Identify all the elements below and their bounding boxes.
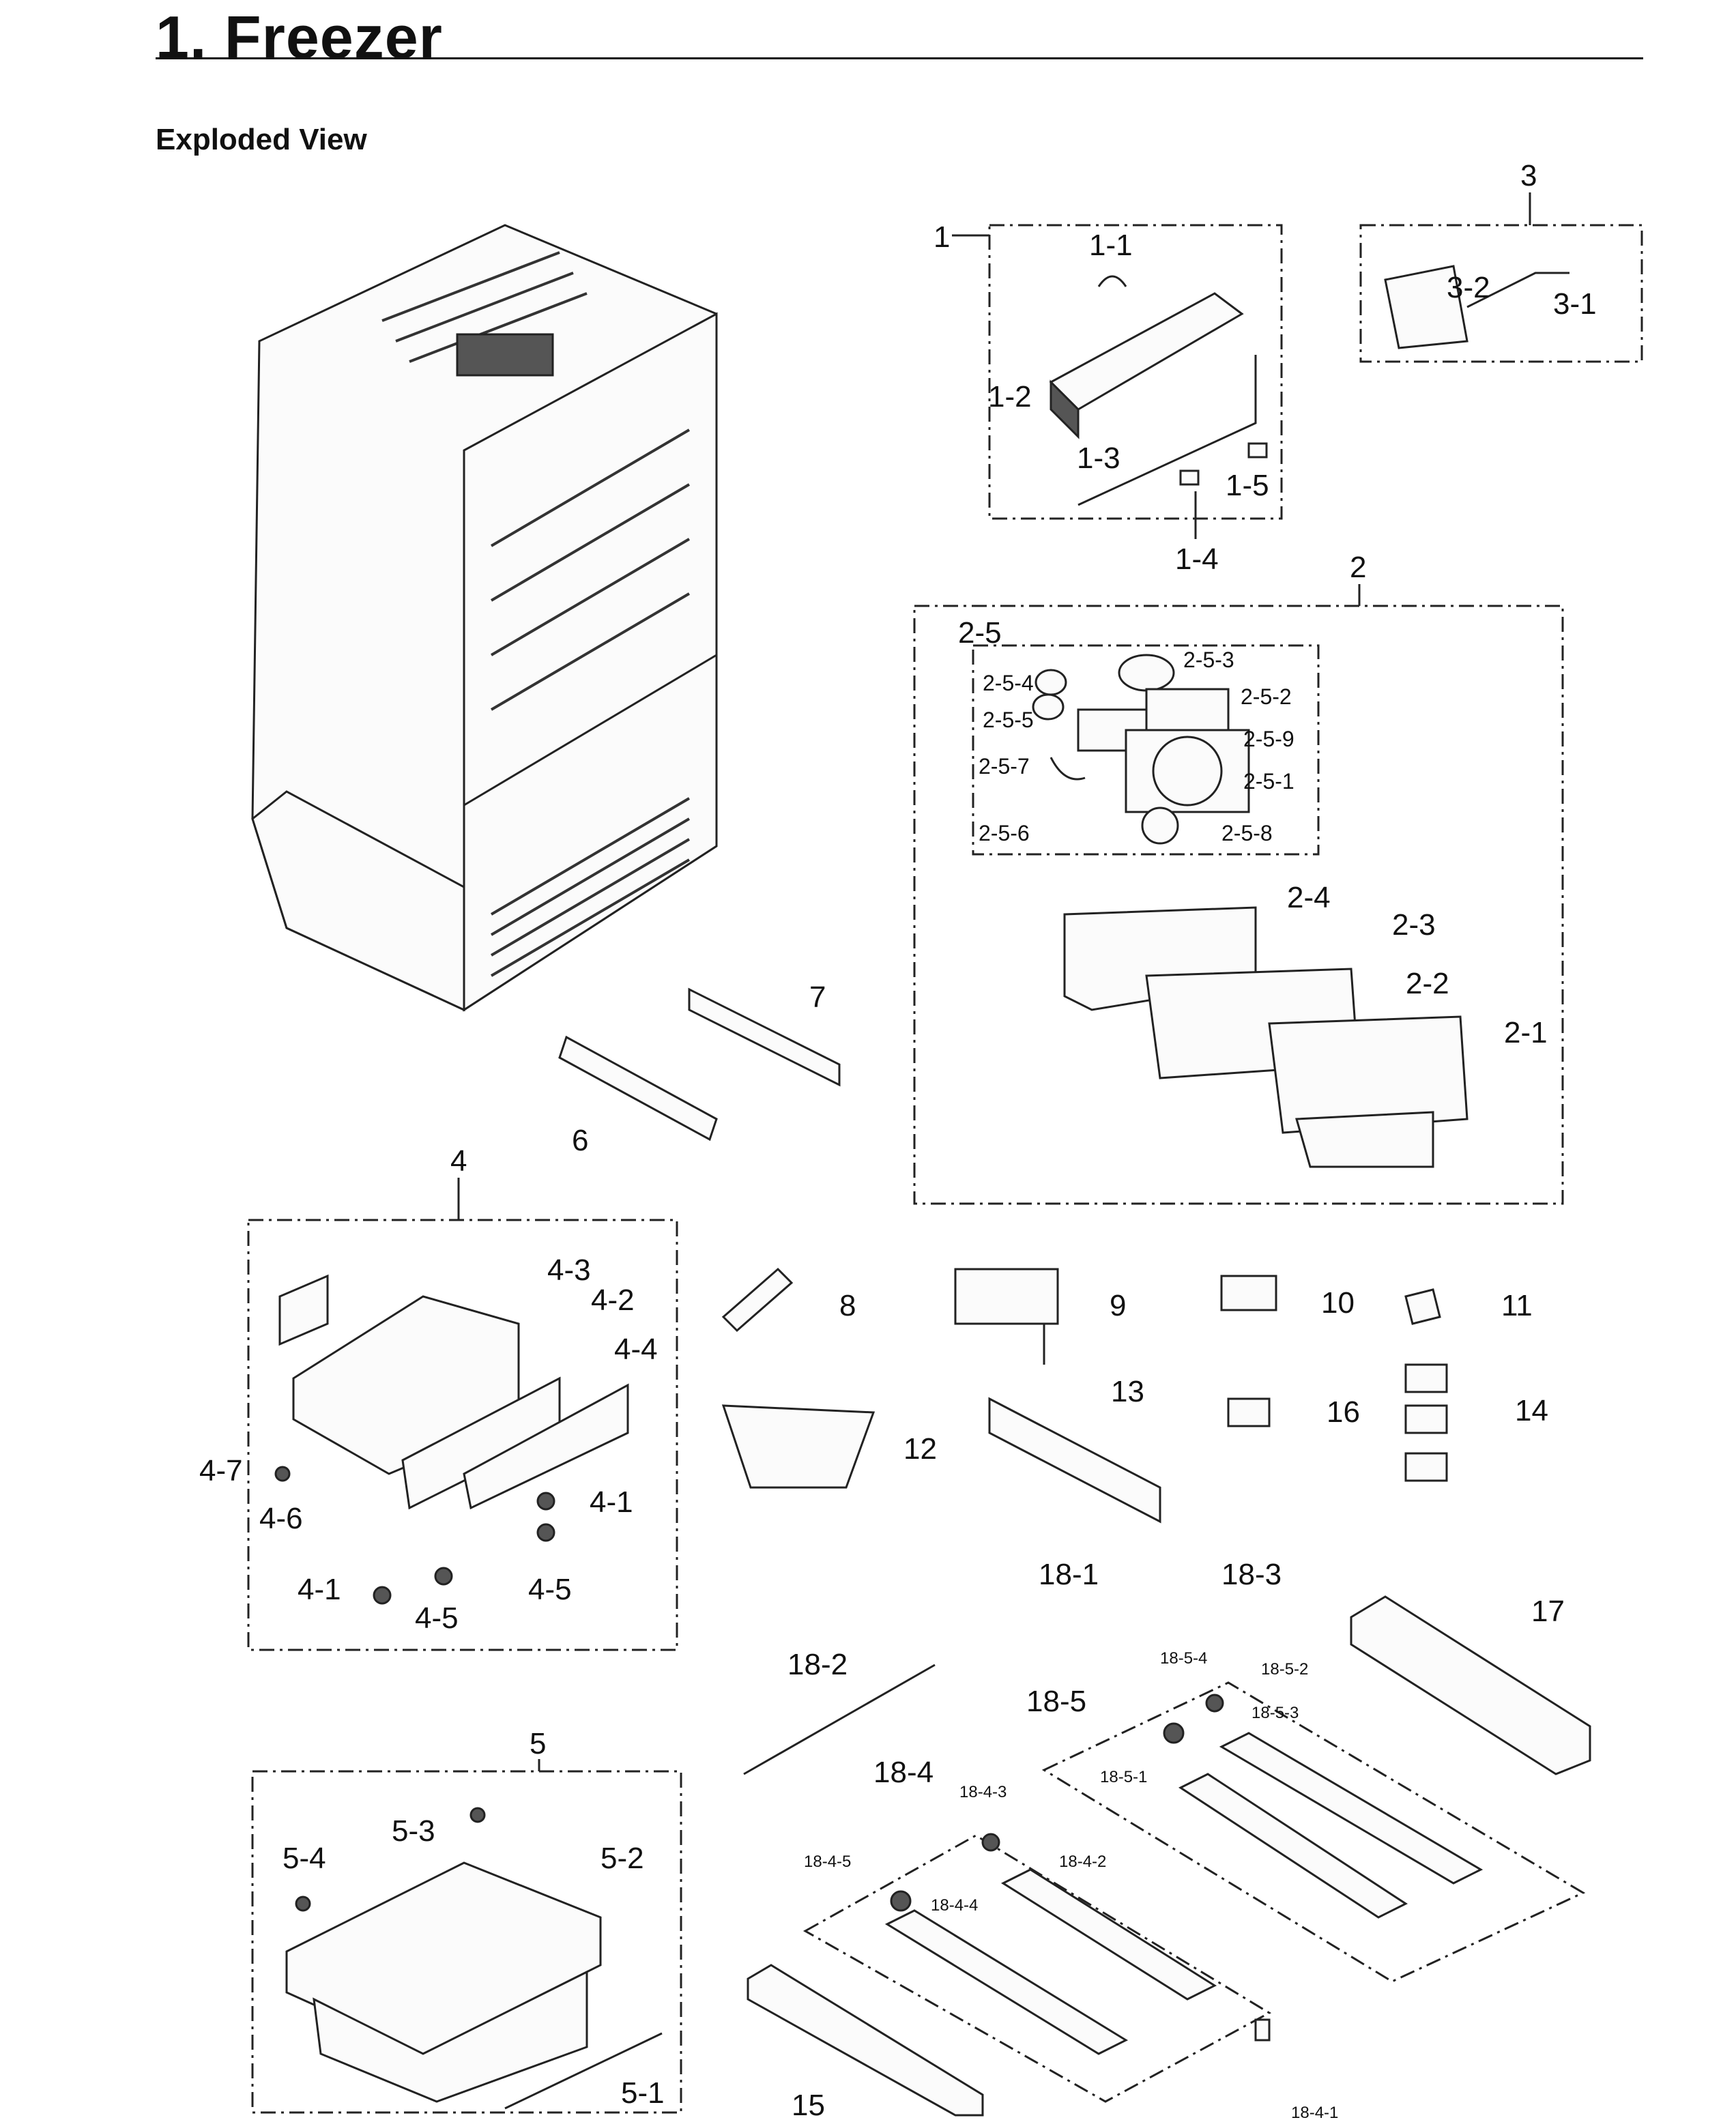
label-6: 6 (572, 1124, 588, 1157)
label-4-6: 4-6 (259, 1502, 303, 1535)
rail-6 (558, 1035, 718, 1142)
label-18-5-4: 18-5-4 (1160, 1649, 1207, 1668)
drawer-4 (274, 1274, 629, 1605)
label-2-5-8: 2-5-8 (1221, 821, 1273, 845)
label-18-4-2: 18-4-2 (1059, 1853, 1106, 1871)
label-2-5-7: 2-5-7 (979, 754, 1030, 779)
label-5-3: 5-3 (392, 1814, 435, 1848)
group-1-box (988, 224, 1283, 520)
label-5-1: 5-1 (621, 2076, 665, 2110)
label-3-1: 3-1 (1553, 287, 1597, 321)
label-15: 15 (792, 2089, 825, 2120)
label-18-5-3: 18-5-3 (1252, 1704, 1299, 1722)
label-2-5-1: 2-5-1 (1243, 769, 1294, 794)
label-11: 11 (1501, 1289, 1533, 1322)
label-2-2: 2-2 (1406, 967, 1449, 1000)
label-5: 5 (530, 1727, 546, 1760)
label-18-5: 18-5 (1026, 1685, 1086, 1718)
label-2-5-4: 2-5-4 (983, 671, 1034, 695)
group-2-5-box (972, 644, 1320, 856)
label-4-2: 4-2 (591, 1283, 635, 1317)
group-5-box (251, 1770, 682, 2114)
group-4-box (247, 1219, 678, 1651)
rod-18-2 (743, 1664, 936, 1775)
page-subtitle: Exploded View (156, 123, 367, 156)
misc-parts (721, 1267, 1448, 1524)
label-3-2: 3-2 (1447, 271, 1490, 304)
label-13: 13 (1111, 1375, 1144, 1408)
label-18-3: 18-3 (1221, 1558, 1282, 1591)
label-2-5-6: 2-5-6 (979, 821, 1030, 845)
label-18-2: 18-2 (787, 1648, 848, 1681)
label-2-5: 2-5 (958, 616, 1002, 650)
rail-7 (688, 987, 841, 1087)
label-2-3: 2-3 (1392, 908, 1436, 942)
label-4: 4 (450, 1144, 467, 1178)
label-7: 7 (809, 981, 826, 1014)
group-18-4-box (802, 1834, 1272, 2103)
label-2-5-3: 2-5-3 (1183, 648, 1234, 672)
label-1-4: 1-4 (1175, 542, 1219, 576)
label-1-2: 1-2 (988, 380, 1032, 413)
page-title: 1. Freezer (156, 3, 443, 71)
label-2-5-9: 2-5-9 (1243, 727, 1294, 751)
rail-assembly-18-5 (1163, 1694, 1484, 1919)
label-2-5-2: 2-5-2 (1241, 684, 1292, 709)
label-4-5-a: 4-5 (415, 1601, 459, 1635)
group-2-box (913, 605, 1564, 1205)
label-3: 3 (1520, 159, 1537, 192)
front-cover-15 (747, 1964, 984, 2117)
duct-panels (1063, 906, 1469, 1168)
label-1-1: 1-1 (1089, 229, 1133, 262)
label-9: 9 (1110, 1289, 1126, 1322)
rail-assembly-18-4 (884, 1833, 1271, 2055)
label-1: 1 (934, 220, 950, 254)
label-8: 8 (839, 1289, 856, 1322)
label-2: 2 (1350, 551, 1366, 584)
label-1-5: 1-5 (1226, 469, 1269, 502)
label-18-4: 18-4 (873, 1756, 934, 1789)
label-12: 12 (903, 1432, 937, 1466)
label-5-2: 5-2 (601, 1842, 644, 1875)
sensor-part (1384, 265, 1569, 349)
label-18-5-2: 18-5-2 (1261, 1660, 1308, 1679)
label-17: 17 (1531, 1595, 1565, 1628)
label-4-7: 4-7 (199, 1454, 243, 1487)
label-10: 10 (1321, 1286, 1355, 1320)
label-18-4-4: 18-4-4 (931, 1896, 978, 1915)
rail-17 (1350, 1595, 1591, 1775)
label-4-4: 4-4 (614, 1333, 658, 1366)
evaporator-part (1049, 275, 1268, 506)
label-4-3: 4-3 (547, 1253, 591, 1287)
label-14: 14 (1515, 1394, 1548, 1427)
label-2-4: 2-4 (1287, 881, 1331, 914)
label-18-4-3: 18-4-3 (959, 1783, 1007, 1801)
label-18-1: 18-1 (1039, 1558, 1099, 1591)
title-rule (156, 57, 1643, 59)
label-4-5-b: 4-5 (528, 1573, 572, 1606)
label-16: 16 (1327, 1395, 1360, 1429)
freezer-cabinet (251, 224, 718, 1012)
label-2-1: 2-1 (1504, 1016, 1548, 1049)
label-1-3: 1-3 (1077, 441, 1120, 475)
group-18-5-box (1041, 1681, 1586, 1983)
label-4-1-b: 4-1 (298, 1573, 341, 1606)
label-18-4-5: 18-4-5 (804, 1853, 851, 1871)
label-2-5-5: 2-5-5 (983, 708, 1034, 732)
label-5-4: 5-4 (283, 1842, 326, 1875)
basket-5 (285, 1807, 663, 2110)
label-4-1-a: 4-1 (590, 1485, 633, 1519)
label-18-5-1: 18-5-1 (1100, 1768, 1147, 1786)
label-18-4-1: 18-4-1 (1291, 2104, 1338, 2120)
group-3-box (1359, 224, 1643, 363)
fan-assembly (1032, 654, 1250, 845)
